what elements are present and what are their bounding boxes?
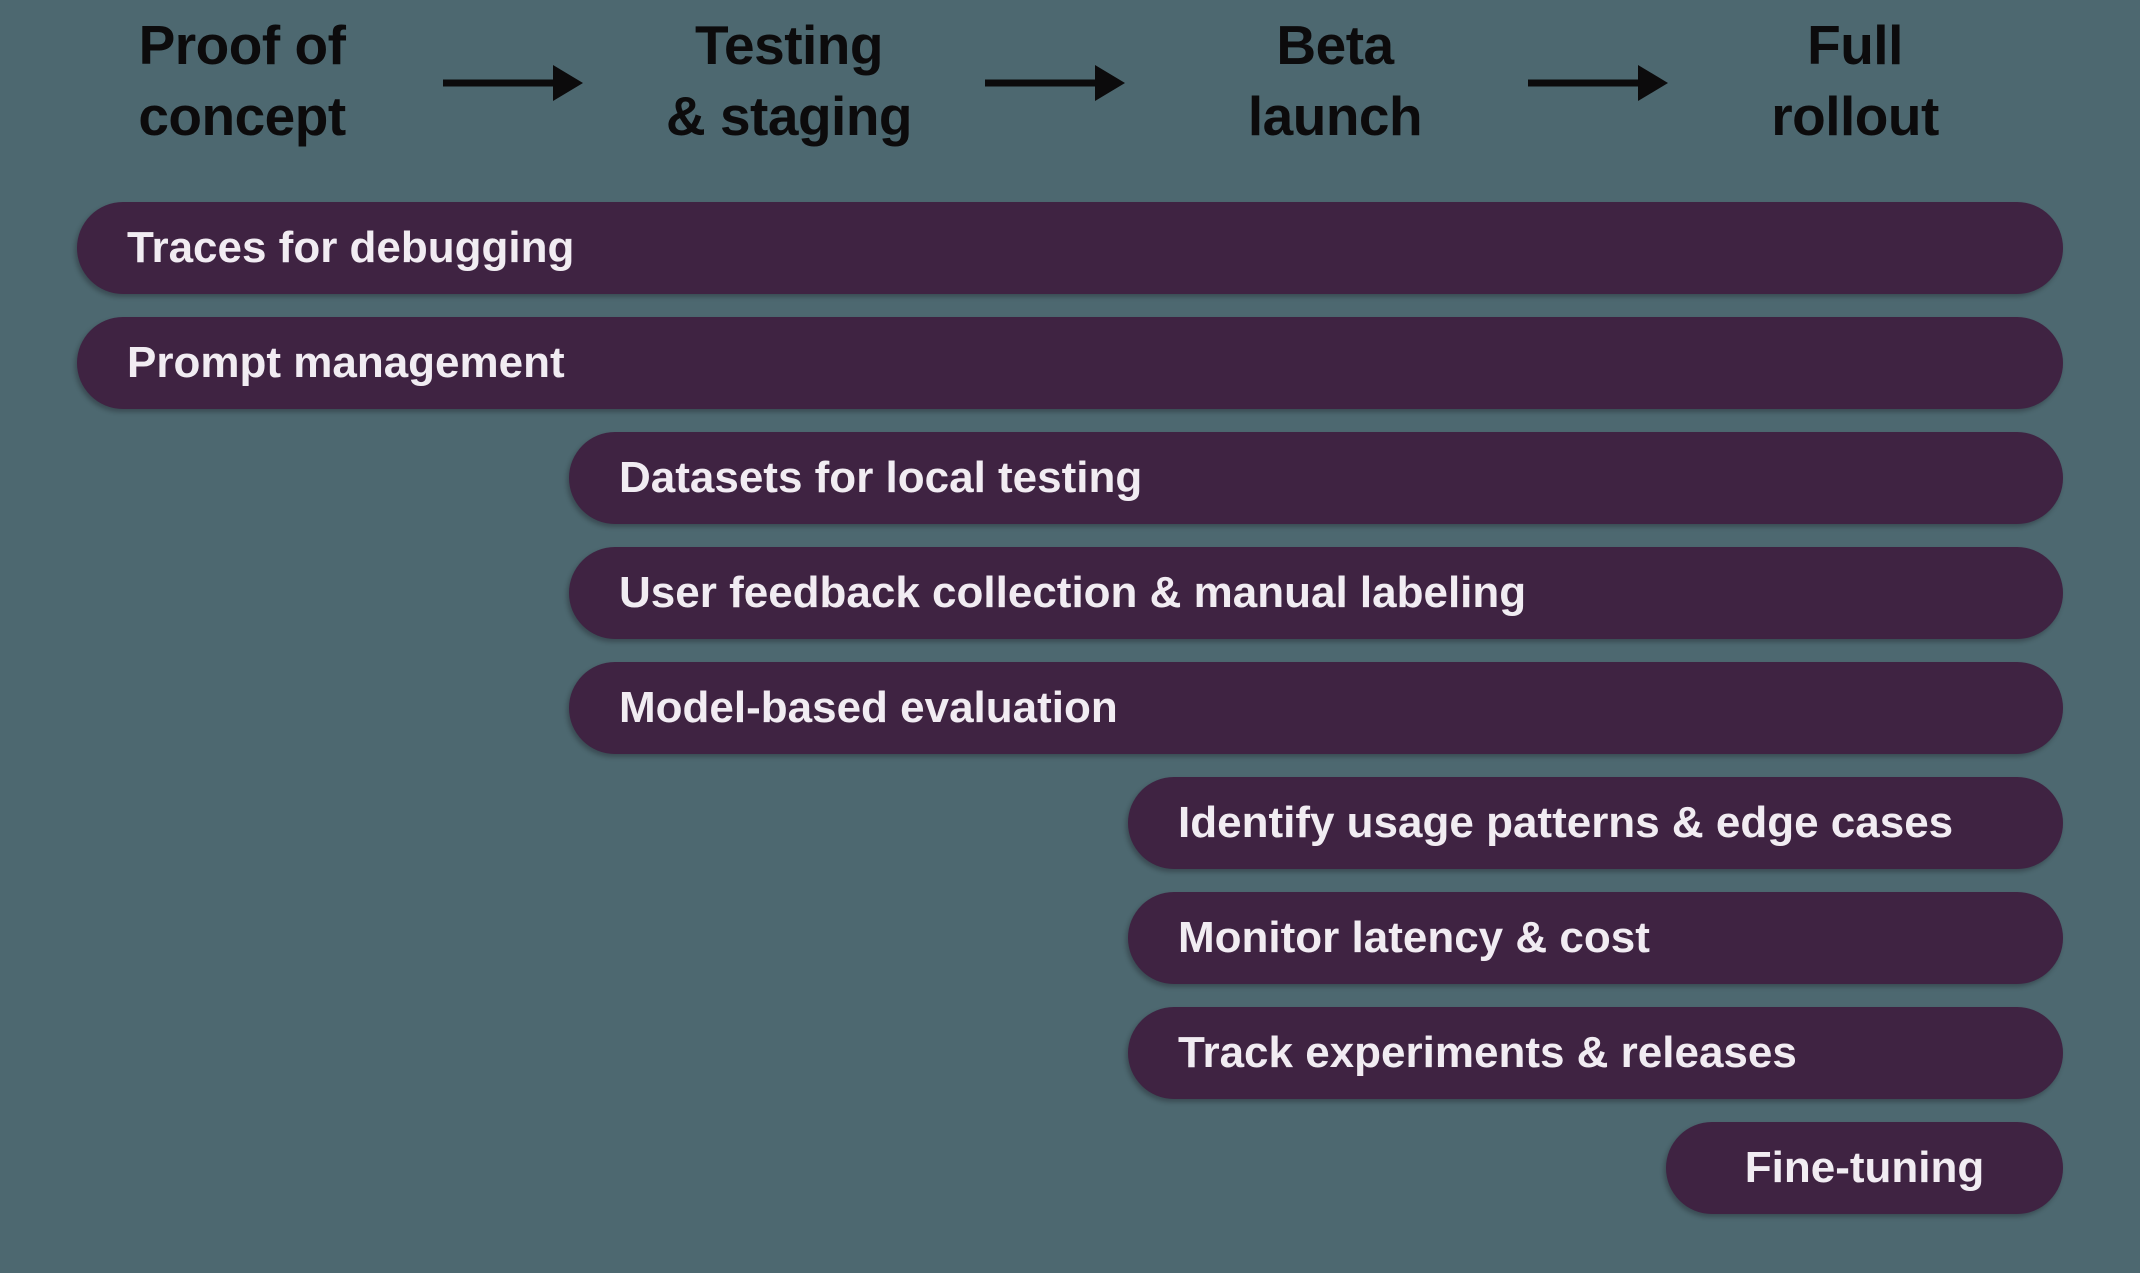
phase-header-testing-staging: Testing & staging xyxy=(665,10,913,152)
phase-header-line: Testing xyxy=(695,14,883,76)
bar-model-based-evaluation: Model-based evaluation xyxy=(569,662,2063,754)
flow-arrow-icon xyxy=(1528,65,1668,101)
bar-label: Datasets for local testing xyxy=(619,453,1143,502)
bar-traces-for-debugging: Traces for debugging xyxy=(77,202,2063,294)
bar-label: Fine-tuning xyxy=(1744,1143,1985,1192)
bar-datasets-for-local-testing: Datasets for local testing xyxy=(569,432,2063,524)
bar-fine-tuning: Fine-tuning xyxy=(1666,1122,2063,1214)
bar-label: Model-based evaluation xyxy=(619,683,1118,732)
bar-user-feedback-collection: User feedback collection & manual labeli… xyxy=(569,547,2063,639)
flow-arrow-icon xyxy=(985,65,1125,101)
bar-track-experiments-releases: Track experiments & releases xyxy=(1128,1007,2063,1099)
bar-monitor-latency-cost: Monitor latency & cost xyxy=(1128,892,2063,984)
phase-header-full-rollout: Full rollout xyxy=(1771,10,1939,152)
bar-label: Identify usage patterns & edge cases xyxy=(1178,798,1954,847)
bar-identify-usage-patterns: Identify usage patterns & edge cases xyxy=(1128,777,2063,869)
bar-prompt-management: Prompt management xyxy=(77,317,2063,409)
bar-label: Prompt management xyxy=(127,338,565,387)
phase-header-line: launch xyxy=(1247,85,1423,147)
phase-header-line: rollout xyxy=(1771,85,1939,147)
phase-header-line: Beta xyxy=(1276,14,1394,76)
bar-label: Traces for debugging xyxy=(127,223,575,272)
phase-header-line: Proof of xyxy=(138,14,346,76)
phase-header-line: & staging xyxy=(665,85,913,147)
phase-header-line: concept xyxy=(138,85,346,147)
bar-label: Monitor latency & cost xyxy=(1178,913,1650,962)
phase-header-proof-of-concept: Proof of concept xyxy=(138,10,346,152)
bar-label: User feedback collection & manual labeli… xyxy=(619,568,1527,617)
phase-header-line: Full xyxy=(1807,14,1903,76)
phase-header-beta-launch: Beta launch xyxy=(1247,10,1423,152)
bar-label: Track experiments & releases xyxy=(1178,1028,1797,1077)
flow-arrow-icon xyxy=(443,65,583,101)
